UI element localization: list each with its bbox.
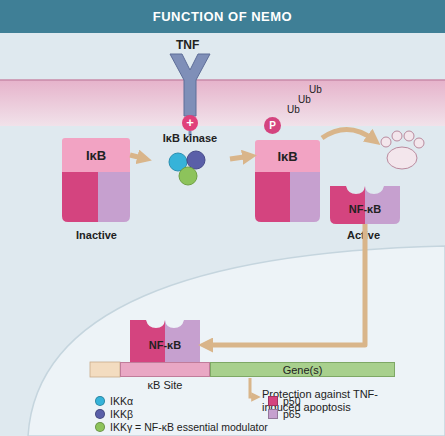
state-label: Inactive bbox=[76, 229, 117, 241]
activation-sign bbox=[182, 115, 198, 131]
cell-membrane bbox=[0, 80, 445, 126]
proteasome-lobe bbox=[392, 131, 402, 141]
legend-swatch bbox=[268, 396, 278, 406]
expression-arrow bbox=[250, 378, 256, 397]
node-text: IκB kinase bbox=[163, 132, 217, 144]
phosphate-circle: P bbox=[264, 117, 281, 134]
node-text: IκB bbox=[86, 148, 106, 163]
ikk-beta bbox=[187, 151, 205, 169]
plus-sign: + bbox=[182, 115, 198, 131]
node-text: P bbox=[269, 120, 276, 131]
kb-site: κB Site bbox=[120, 362, 210, 377]
p65-subunit bbox=[290, 172, 320, 222]
node-text: Gene(s) bbox=[283, 364, 323, 376]
dna-segment bbox=[90, 362, 120, 377]
node-text: NF-κB bbox=[349, 203, 381, 215]
proteasome-lobe bbox=[414, 138, 424, 148]
ikb-box: IκB bbox=[62, 138, 130, 172]
node-text: IκB bbox=[277, 149, 297, 164]
legend-text: p50 bbox=[283, 395, 301, 407]
legend-swatch bbox=[268, 409, 278, 419]
p65-subunit bbox=[98, 172, 130, 222]
ikb-box: IκB bbox=[255, 140, 320, 172]
tnf-receptor bbox=[170, 54, 210, 116]
legend-text: IKKβ bbox=[110, 408, 133, 420]
flow-arrow bbox=[130, 155, 146, 159]
ubiquitin-label: Ub bbox=[298, 94, 311, 105]
node-text: NF-κB bbox=[149, 339, 181, 351]
nfkb-complex: NF-κB bbox=[130, 328, 200, 362]
ubiquitin-label: Ub bbox=[309, 84, 322, 95]
ubiquitin-label: Ub bbox=[287, 104, 300, 115]
legend-swatch bbox=[95, 409, 105, 419]
node-text: κB Site bbox=[121, 379, 209, 391]
proteasome bbox=[381, 131, 424, 169]
title-text: FUNCTION OF NEMO bbox=[0, 0, 445, 33]
legend-swatch bbox=[95, 422, 105, 432]
ikk-gamma bbox=[179, 167, 197, 185]
legend-swatch bbox=[95, 396, 105, 406]
state-label: Active bbox=[347, 229, 380, 241]
nfkb-complex: NF-κB bbox=[330, 194, 400, 224]
proteasome-pad bbox=[387, 147, 417, 169]
flow-arrow bbox=[204, 224, 365, 345]
legend-text: IKKα bbox=[110, 395, 133, 407]
ligand-label: TNF bbox=[176, 38, 199, 52]
proteasome-lobe bbox=[404, 131, 414, 141]
legend-text: p65 bbox=[283, 408, 301, 420]
flow-arrow bbox=[230, 156, 251, 159]
legend-text: IKKγ = NF-κB essential modulator bbox=[110, 421, 268, 433]
p50-subunit bbox=[255, 172, 290, 222]
header-band bbox=[0, 0, 445, 33]
membrane-edge bbox=[0, 79, 445, 81]
nucleus bbox=[28, 246, 445, 436]
kinase-complex: IκB kinase bbox=[150, 132, 230, 186]
gene-segment: Gene(s) bbox=[210, 362, 395, 377]
proteasome-lobe bbox=[381, 137, 391, 147]
degradation-arrow bbox=[322, 129, 374, 140]
p50-subunit bbox=[62, 172, 98, 222]
